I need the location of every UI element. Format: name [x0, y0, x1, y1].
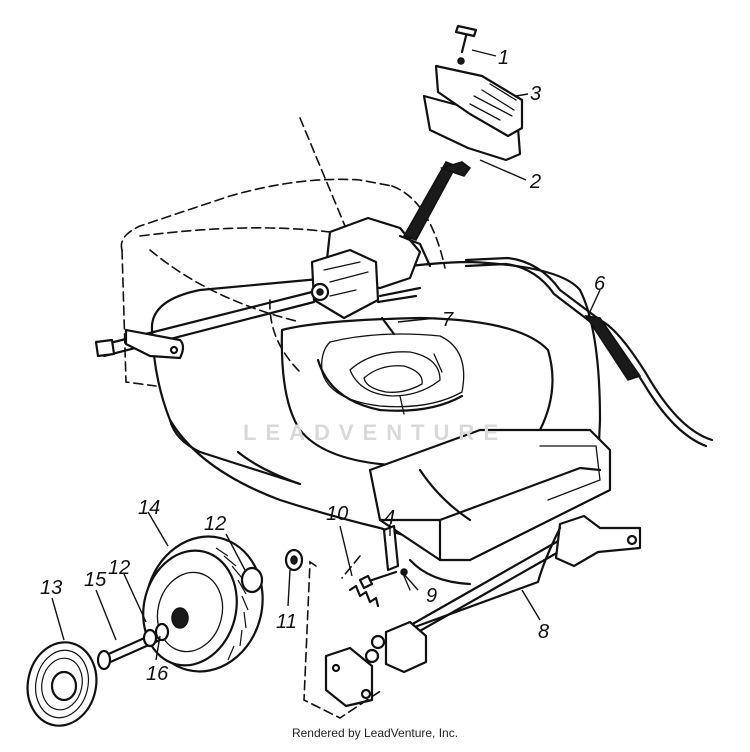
callout-1: 1 [498, 47, 509, 69]
callout-8: 8 [538, 621, 549, 643]
height-plates [422, 24, 524, 162]
callout-11: 11 [276, 611, 297, 633]
rear-axle-8 [324, 514, 642, 708]
plate-screw [454, 24, 478, 65]
leadventure-watermark: LEADVENTURE [242, 420, 507, 445]
callout-16: 16 [146, 663, 169, 685]
callout-4: 4 [384, 507, 395, 529]
spring-and-bolt [348, 524, 411, 608]
callout-2: 2 [529, 171, 541, 193]
callout-9: 9 [426, 585, 437, 607]
callout-12-lower: 12 [108, 557, 130, 579]
callout-10: 10 [326, 503, 348, 525]
control-bail-6 [464, 256, 714, 448]
assembly-centerlines [303, 555, 383, 719]
callout-7: 7 [442, 309, 454, 331]
callout-13: 13 [40, 577, 62, 599]
callout-6: 6 [594, 273, 606, 295]
callout-14: 14 [138, 497, 160, 519]
height-adjust-assembly [94, 161, 472, 360]
callout-12-upper: 12 [204, 513, 226, 535]
mower-deck [150, 260, 612, 586]
leader-lines [51, 49, 601, 661]
callout-15: 15 [84, 569, 107, 591]
callout-3: 3 [530, 83, 541, 105]
callout-labels: 1 2 3 4 6 7 8 9 10 11 12 12 13 14 15 16 [40, 47, 606, 685]
wheel-assembly [26, 535, 304, 727]
footer-credit: Rendered by LeadVenture, Inc. [291, 726, 459, 740]
